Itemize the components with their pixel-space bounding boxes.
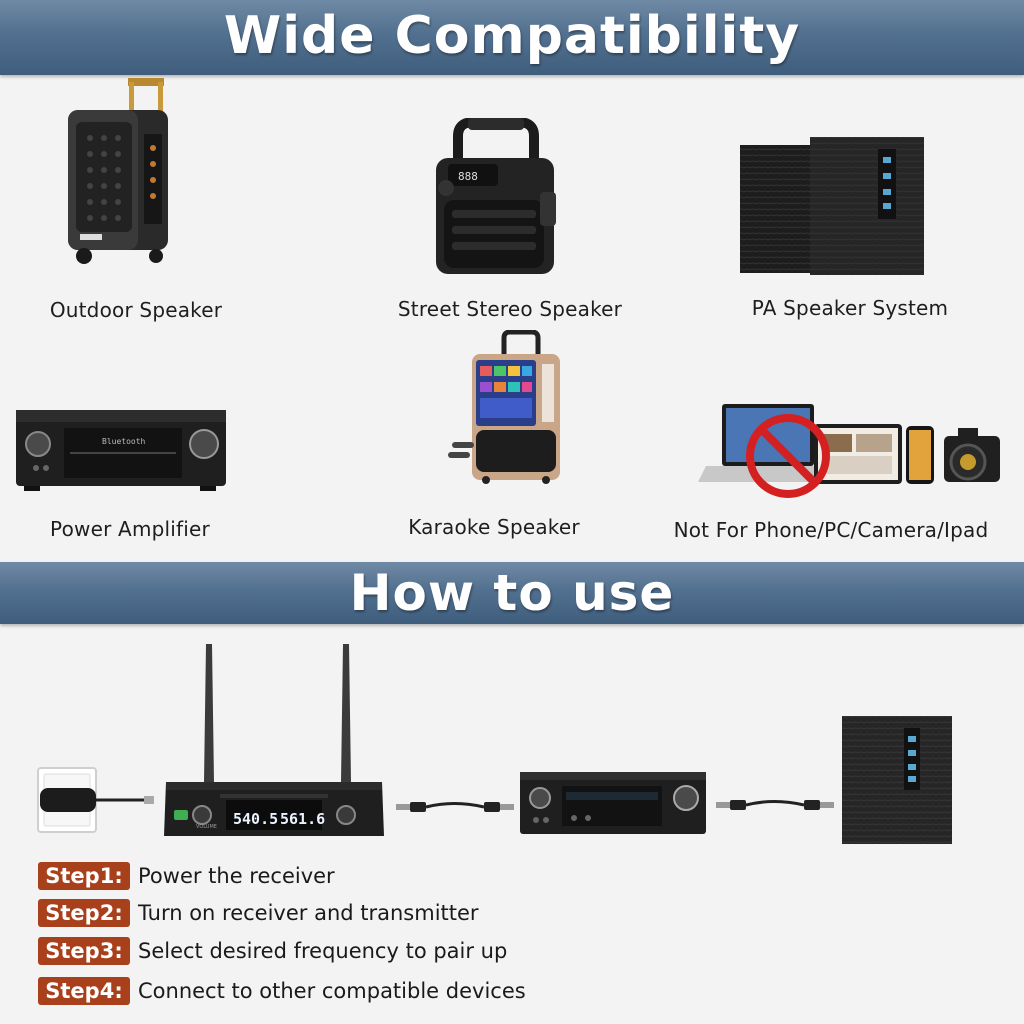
street-stereo-speaker-icon: 888 [436,118,556,274]
step-1: Step1: Power the receiver [38,861,335,891]
step-badge: Step2: [38,899,130,927]
step-text: Power the receiver [138,864,335,888]
device-label-not-for-devices: Not For Phone/PC/Camera/Ipad [673,518,989,542]
pa-speaker-icon [740,137,924,275]
audio-cable-icon-2 [716,800,834,810]
step-text: Connect to other compatible devices [138,979,526,1003]
karaoke-speaker-icon [448,330,560,484]
bookshelf-speaker-icon [842,716,952,844]
step-text: Turn on receiver and transmitter [138,901,479,925]
step-badge: Step3: [38,937,130,965]
outdoor-speaker-icon [68,78,168,264]
how-to-use-banner: How to use [0,562,1024,624]
device-label-outdoor-speaker: Outdoor Speaker [49,298,223,322]
wireless-receiver-icon [164,644,384,836]
receiver-knob-label: VOLUME [196,824,217,830]
step-text: Select desired frequency to pair up [138,939,508,963]
svg-text:Bluetooth: Bluetooth [102,437,146,446]
step-badge: Step4: [38,977,130,1005]
receiver-display-a: 540.5 [233,810,279,828]
receiver-display-b: 561.6 [280,810,326,828]
compatibility-banner: Wide Compatibility [0,0,1024,75]
step-3: Step3: Select desired frequency to pair … [38,936,507,966]
amplifier-icon [520,772,706,834]
audio-cable-icon [396,802,514,812]
how-to-use-title: How to use [349,564,675,622]
device-label-pa-speaker-system: PA Speaker System [751,296,949,320]
step-4: Step4: Connect to other compatible devic… [38,976,526,1006]
compatibility-title: Wide Compatibility [223,6,801,66]
device-label-street-stereo-speaker: Street Stereo Speaker [397,297,623,321]
device-label-karaoke-speaker: Karaoke Speaker [408,515,580,539]
power-amplifier-icon: Bluetooth [16,410,226,491]
wall-outlet-adapter-icon [37,767,154,833]
step-badge: Step1: [38,862,130,890]
device-label-power-amplifier: Power Amplifier [50,517,210,541]
step-2: Step2: Turn on receiver and transmitter [38,898,479,928]
svg-text:888: 888 [458,170,478,183]
not-for-devices-icon [698,404,1000,498]
